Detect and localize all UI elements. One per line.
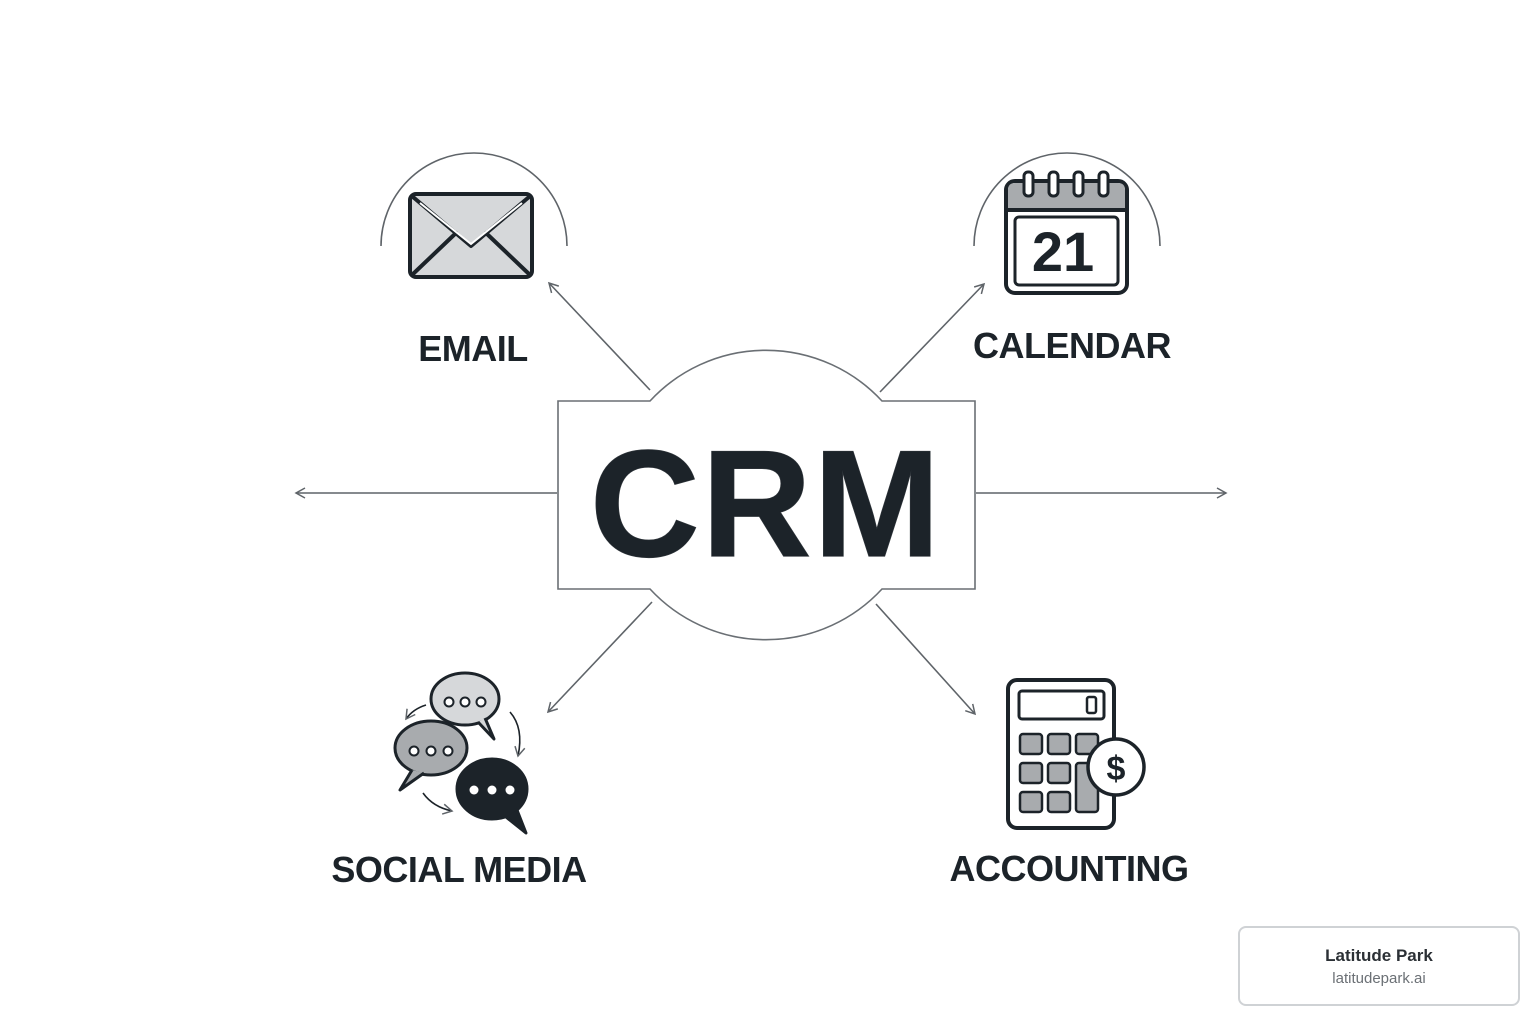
calendar-day-number: 21 bbox=[1032, 220, 1094, 283]
brand-watermark: Latitude Park latitudepark.ai bbox=[1238, 926, 1520, 1006]
email-node: EMAIL bbox=[380, 152, 568, 369]
arrow-to-email bbox=[547, 281, 651, 391]
envelope-icon bbox=[408, 192, 534, 279]
calculator-icon: $ bbox=[1006, 678, 1146, 830]
crm-wordmark: CRM bbox=[590, 419, 942, 589]
calendar-node: 21 CALENDAR bbox=[973, 152, 1172, 366]
calendar-icon: 21 bbox=[1004, 170, 1129, 295]
accounting-node: $ ACCOUNTING bbox=[950, 678, 1189, 889]
arrow-to-accounting bbox=[875, 603, 977, 716]
arrow-to-social-media bbox=[546, 601, 653, 714]
connector-arrows bbox=[294, 281, 1228, 716]
arrow-to-calendar bbox=[879, 282, 986, 393]
accounting-label: ACCOUNTING bbox=[950, 848, 1189, 889]
social-media-node: SOCIAL MEDIA bbox=[331, 671, 588, 890]
crm-hub-outline bbox=[557, 349, 976, 641]
email-arc bbox=[380, 152, 568, 247]
brand-url: latitudepark.ai bbox=[1332, 969, 1426, 987]
dollar-sign: $ bbox=[1107, 750, 1126, 788]
social-media-label: SOCIAL MEDIA bbox=[331, 849, 587, 890]
calendar-label: CALENDAR bbox=[973, 325, 1171, 366]
brand-name: Latitude Park bbox=[1325, 945, 1433, 965]
crm-hub: CRM CRM bbox=[557, 349, 976, 641]
crm-wordmark-inline: CRM bbox=[590, 419, 942, 589]
calendar-arc bbox=[973, 152, 1161, 247]
email-label: EMAIL bbox=[418, 328, 528, 369]
chat-bubbles-icon bbox=[393, 671, 532, 835]
